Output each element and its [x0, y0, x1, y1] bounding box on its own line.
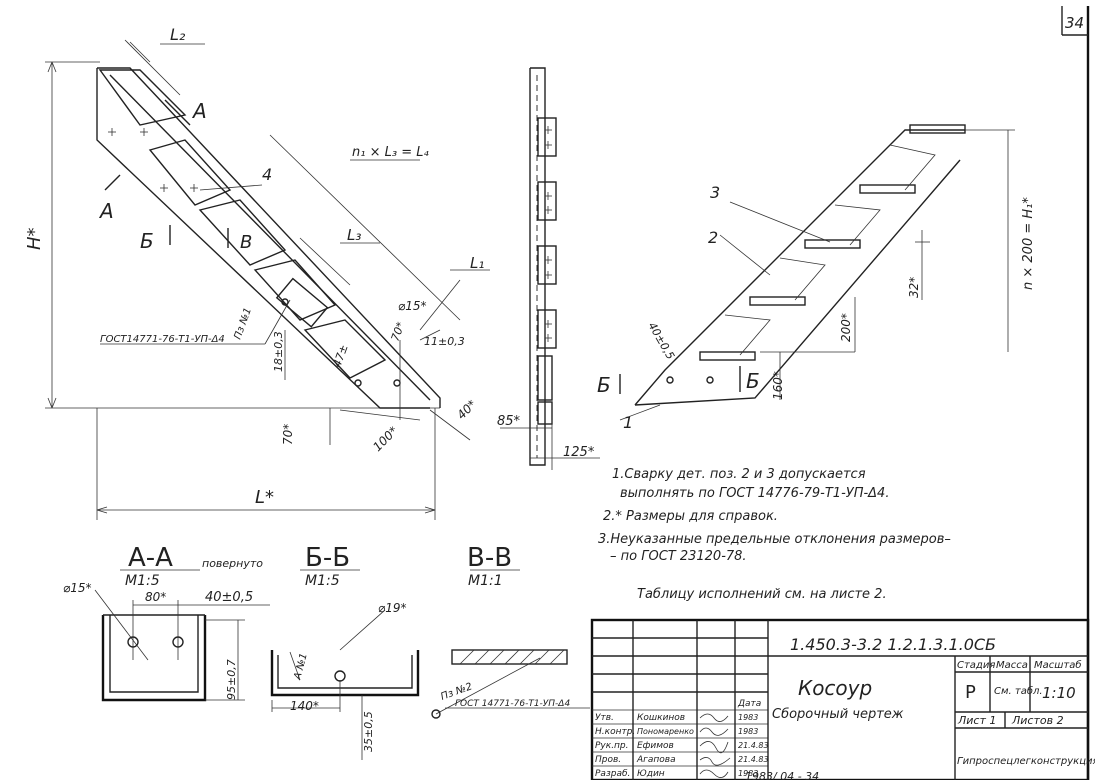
- position-4-label: 4: [262, 165, 272, 184]
- weld-gost-label: ГОСТ14771-76-Т1-УП-Δ4: [100, 334, 225, 345]
- title-row-4-date: 21.4.83: [738, 755, 769, 764]
- dim-160-label: 160*: [771, 371, 785, 400]
- dim-100-label: 100*: [370, 424, 400, 454]
- title-mass-value: См. табл.: [994, 685, 1043, 697]
- title-row-5-role: Разраб.: [595, 769, 630, 779]
- section-aa-80: 80*: [145, 590, 166, 604]
- section-aa-d15: ⌀15*: [63, 581, 92, 595]
- section-aa-scale: М1:5: [125, 573, 160, 589]
- section-aa: [94, 569, 270, 702]
- dim-40-label: 40*: [454, 397, 479, 422]
- title-row-1-role: Утв.: [595, 713, 614, 723]
- table-reference: Таблицу исполнений см. на листе 2.: [637, 587, 887, 602]
- section-bb-weld-mark: А №1: [292, 652, 310, 682]
- title-row-1-name: Кошкинов: [637, 713, 685, 723]
- title-block: [590, 618, 1090, 780]
- note-1-line-1: 1.Сварку дет. поз. 2 и 3 допускается: [612, 467, 866, 482]
- title-row-4-role: Пров.: [595, 755, 621, 765]
- section-vv-title: В-В: [467, 543, 512, 573]
- right-section-b-right: Б: [746, 369, 760, 393]
- section-bb-140: 140*: [290, 699, 319, 713]
- dim-40-05-label: 40±0,5: [645, 320, 677, 362]
- footer-stamp: 1983/ 04 - 34: [745, 770, 819, 780]
- side-view: [500, 67, 600, 470]
- dim-l3-label: L₃: [347, 226, 361, 244]
- dim-length-label: L*: [255, 487, 274, 508]
- section-aa-95: 95±0,7: [225, 659, 238, 700]
- dim-18-label: 18±0,3: [272, 331, 285, 372]
- note-1-line-2: выполнять по ГОСТ 14776-79-Т1-УП-Δ4.: [620, 486, 889, 501]
- title-row-3-date: 21.4.83: [738, 741, 769, 750]
- dim-200-label: 200*: [839, 313, 853, 342]
- section-aa-title: А-А: [128, 543, 173, 573]
- section-a-mark-bottom: A: [98, 199, 114, 223]
- section-bb-title: Б-Б: [305, 543, 350, 573]
- position-2-label: 2: [708, 228, 718, 247]
- dim-11-label: 11±0,3: [424, 335, 465, 348]
- title-row-3-role: Рук.пр.: [595, 741, 629, 751]
- title-date-header: Дата: [737, 699, 761, 709]
- title-row-1-date: 1983: [738, 713, 758, 722]
- title-sheets-label: Листов 2: [1011, 714, 1064, 727]
- section-bb-d19: ⌀19*: [378, 601, 407, 615]
- section-vv: [431, 569, 590, 719]
- title-drawing-type: Сборочный чертеж: [772, 707, 904, 722]
- title-mass-header: Масса: [996, 660, 1028, 671]
- note-2: 2.* Размеры для справок.: [603, 509, 778, 524]
- title-stage-header: Стадия: [957, 660, 995, 671]
- section-v-mark: В: [240, 232, 252, 253]
- section-bb: [270, 569, 420, 760]
- title-row-3-name: Ефимов: [637, 741, 674, 751]
- dim-formula-h1-label: n × 200 = H₁*: [1021, 197, 1036, 290]
- title-scale-header: Масштаб: [1034, 659, 1082, 671]
- title-part-name: Косоур: [798, 676, 872, 700]
- position-3-label: 3: [710, 183, 720, 202]
- note-3-line-2: – по ГОСТ 23120-78.: [610, 549, 747, 564]
- section-vv-gost: ГОСТ 14771-76-Т1-УП-Δ4: [455, 699, 570, 709]
- title-organization: Гипроспецлегконструкция: [957, 756, 1095, 767]
- dim-formula-label: n₁ × L₃ = L₄: [352, 145, 429, 160]
- dim-d15-label: ⌀15*: [398, 299, 427, 313]
- dim-l1-label: L₁: [470, 254, 484, 272]
- title-designation: 1.450.3-3.2 1.2.1.3.1.0СБ: [790, 635, 996, 654]
- dim-32-label: 32*: [907, 277, 921, 298]
- main-view: [45, 39, 490, 520]
- dim-85-label: 85*: [497, 414, 521, 429]
- page-number: 34: [1065, 14, 1084, 32]
- weld-mark-label: Пз №1: [232, 306, 254, 341]
- title-sheet-label: Лист 1: [957, 714, 996, 727]
- section-aa-rotated: повернуто: [202, 557, 263, 570]
- dim-height-label: H*: [24, 227, 45, 250]
- section-bb-35: 35±0,5: [362, 711, 375, 752]
- section-vv-scale: М1:1: [468, 573, 503, 589]
- title-scale-value: 1:10: [1042, 684, 1076, 702]
- section-bb-scale: М1:5: [305, 573, 340, 589]
- notes-block: 1.Сварку дет. поз. 2 и 3 допускается вып…: [598, 467, 951, 602]
- section-b-mark: Б: [140, 229, 154, 253]
- dim-70a-label: 70*: [389, 320, 408, 343]
- title-row-5-name: Юдин: [637, 769, 665, 779]
- title-row-5-date: 1983: [738, 769, 758, 778]
- right-view: [619, 124, 1015, 421]
- section-aa-40: 40±0,5: [205, 590, 253, 605]
- dim-47-label: 47±: [331, 343, 351, 369]
- note-3-line-1: 3.Неуказанные предельные отклонения разм…: [598, 532, 951, 547]
- title-row-4-name: Агапова: [636, 755, 676, 765]
- dim-125-label: 125*: [563, 445, 595, 460]
- title-stage-value: Р: [965, 682, 976, 703]
- right-section-b-left: Б: [597, 373, 611, 397]
- title-row-2-date: 1983: [738, 727, 758, 736]
- section-a-mark-top: A: [191, 99, 207, 123]
- title-row-2-name: Пономаренко: [637, 727, 694, 736]
- dim-l2-label: L₂: [170, 25, 186, 44]
- signatures: [699, 713, 731, 778]
- dim-70b-label: 70*: [281, 424, 295, 445]
- position-1-label: 1: [623, 413, 633, 432]
- title-row-2-role: Н.контр.: [595, 727, 635, 737]
